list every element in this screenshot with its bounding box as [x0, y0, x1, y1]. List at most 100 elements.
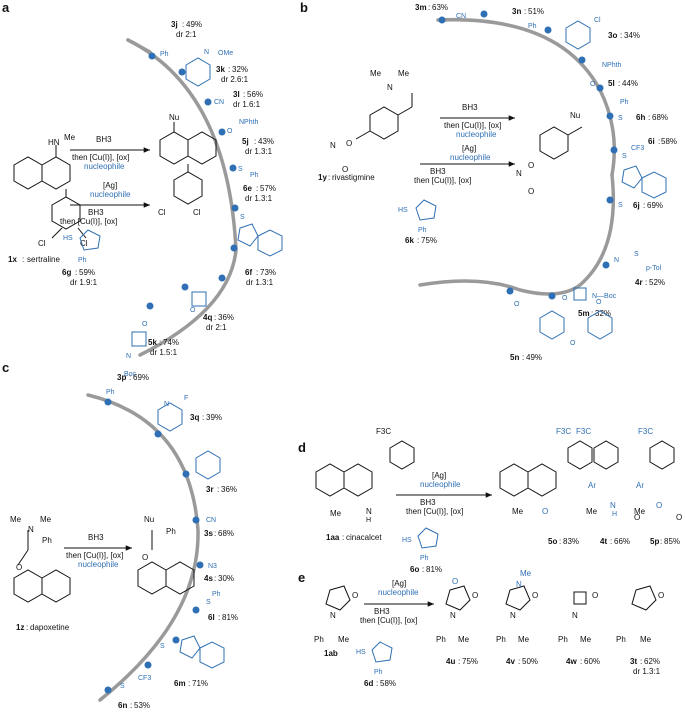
- product-4w-structure: [573, 591, 587, 605]
- panel-c-letter: c: [2, 360, 9, 375]
- reagent-6g-yield: 59%: [79, 268, 95, 277]
- product-4q-label: 4q : 36% dr 2:1: [203, 313, 234, 332]
- product-5n-code: 5n: [510, 353, 519, 362]
- product-3n-label: 3n : 51%: [512, 7, 544, 16]
- rivastigmine-n: N: [387, 83, 393, 92]
- product-4q-dr: dr 2:1: [206, 323, 227, 332]
- reagent-6d-ph: Ph: [374, 669, 383, 676]
- product-3t-yield: 62%: [644, 657, 660, 666]
- substrate-1aa-name: cinacalcet: [346, 533, 382, 542]
- product-4s-code: 4s: [204, 574, 213, 583]
- product-6e-dr: dr 1.3:1: [245, 194, 273, 203]
- product-6m-label: 6m : 71%: [174, 679, 208, 688]
- product-6f-thiazole: [237, 223, 259, 247]
- product-5p-code: 5p: [650, 537, 659, 546]
- product-4u-o1: O: [452, 577, 458, 586]
- product-3t-ph: Ph: [616, 635, 626, 644]
- product-3k-label: 3k : 32% dr 2.6:1: [216, 65, 249, 84]
- product-6f-label: 6f : 73% dr 1.3:1: [245, 268, 276, 287]
- substrate-1z-code: 1z: [16, 623, 24, 632]
- product-3s-label: 3s : 68%: [204, 529, 234, 538]
- product-5n-yield: 49%: [526, 353, 542, 362]
- product-4r-ptol: p-Tol: [646, 265, 662, 272]
- panel-a-route2-bh3: BH3: [88, 208, 104, 217]
- svg-text::: :: [188, 679, 190, 688]
- panel-c-route-nuc: nucleophile: [78, 560, 119, 569]
- substrate-1ab-n: N: [330, 611, 336, 620]
- product-6e-code: 6e: [243, 184, 252, 193]
- svg-text::: :: [22, 255, 24, 264]
- svg-text::: :: [580, 657, 582, 666]
- panel-b-route1-reagent: BH3: [462, 103, 478, 112]
- product-4q-yield: 36%: [218, 313, 234, 322]
- product-3k-yield: 32%: [232, 65, 248, 74]
- product-5o-o: O: [542, 507, 548, 516]
- product-5o-code: 5o: [548, 537, 557, 546]
- product-3m-code: 3m: [415, 3, 427, 12]
- product-6m-code: 6m: [174, 679, 186, 688]
- product-6j-code: 6j: [633, 201, 640, 210]
- product-6m-s: S: [160, 643, 165, 650]
- panel-b-letter: b: [300, 0, 308, 15]
- product-4t-o: O: [634, 513, 640, 522]
- product-4s-n3: N3: [208, 563, 217, 570]
- product-3o-cl: Cl: [594, 17, 601, 24]
- product-5k-label: 5k : 74% dr 1.5:1: [148, 338, 179, 357]
- product-3l-label: 3l : 56% dr 1.6:1: [233, 90, 263, 109]
- product-4q-code: 4q: [203, 313, 212, 322]
- product-5p-structure: [649, 440, 675, 470]
- substrate-1ab-o: O: [352, 591, 358, 600]
- product-3r-cyclohexene: [195, 450, 221, 480]
- panel-e-route-nuc: nucleophile: [378, 588, 419, 597]
- panel-d-route-cond: then [Cu(I)], [ox]: [406, 507, 463, 516]
- product-5n-o-1: O: [596, 299, 602, 306]
- product-3k-pyridine: [185, 57, 211, 87]
- product-5p-f3c: F3C: [638, 427, 653, 436]
- panel-c-product-ph: Ph: [166, 527, 176, 536]
- product-5k-o: O: [142, 321, 148, 328]
- product-6n-s: S: [120, 683, 125, 690]
- substrate-1ab-ph: Ph: [314, 635, 324, 644]
- reagent-6g-hs: HS: [63, 235, 73, 242]
- panel-e-route-cond: then [Cu(I)], [ox]: [360, 616, 417, 625]
- svg-text::: :: [559, 537, 561, 546]
- panel-a-product-cl-2: Cl: [193, 208, 201, 217]
- sertraline-me: Me: [64, 133, 76, 142]
- reagent-6o-code: 6o: [410, 565, 419, 574]
- substrate-1x-code: 1x: [8, 255, 17, 264]
- product-4u-yield: 75%: [462, 657, 478, 666]
- svg-text::: :: [376, 679, 378, 688]
- svg-text::: :: [522, 353, 524, 362]
- svg-text::: :: [591, 309, 593, 318]
- product-4v-o: O: [532, 591, 538, 600]
- product-3o-pyrimidine: [565, 20, 591, 50]
- svg-text::: :: [218, 613, 220, 622]
- cinacalcet-h: H: [366, 517, 371, 524]
- product-5l-o: O: [590, 81, 596, 88]
- product-6f-yield: 73%: [260, 268, 276, 277]
- product-3r-yield: 36%: [221, 485, 237, 494]
- product-3q-f: F: [184, 395, 188, 402]
- product-5k-ring: [131, 331, 147, 347]
- product-4v-label: 4v : 50%: [506, 657, 538, 666]
- svg-text::: :: [129, 373, 131, 382]
- product-3t-label: 3t : 62% dr 1.3:1: [630, 657, 661, 676]
- panel-a-nodes: [146, 52, 239, 310]
- svg-text::: :: [214, 313, 216, 322]
- panel-c-route-reagent: BH3: [88, 533, 104, 542]
- svg-text::: :: [182, 20, 184, 29]
- panel-a-route1-reagent: BH3: [96, 135, 112, 144]
- product-5p-yield: 85%: [664, 537, 680, 546]
- product-6e-label: 6e : 57% dr 1.3:1: [243, 184, 276, 203]
- product-3p-code: 3p: [117, 373, 126, 382]
- product-4u-n: N: [450, 611, 456, 620]
- panel-a-product-cl-1: Cl: [158, 208, 166, 217]
- product-5o-label: 5o : 83%: [548, 537, 579, 546]
- product-4v-yield: 50%: [522, 657, 538, 666]
- product-5j-dr: dr 1.3:1: [245, 147, 273, 156]
- svg-text::: :: [214, 574, 216, 583]
- product-6h-ph: Ph: [620, 99, 629, 106]
- panel-b-arc-top: [436, 17, 617, 177]
- substrate-1ab-code: 1ab: [324, 649, 338, 658]
- product-6f-code: 6f: [245, 268, 252, 277]
